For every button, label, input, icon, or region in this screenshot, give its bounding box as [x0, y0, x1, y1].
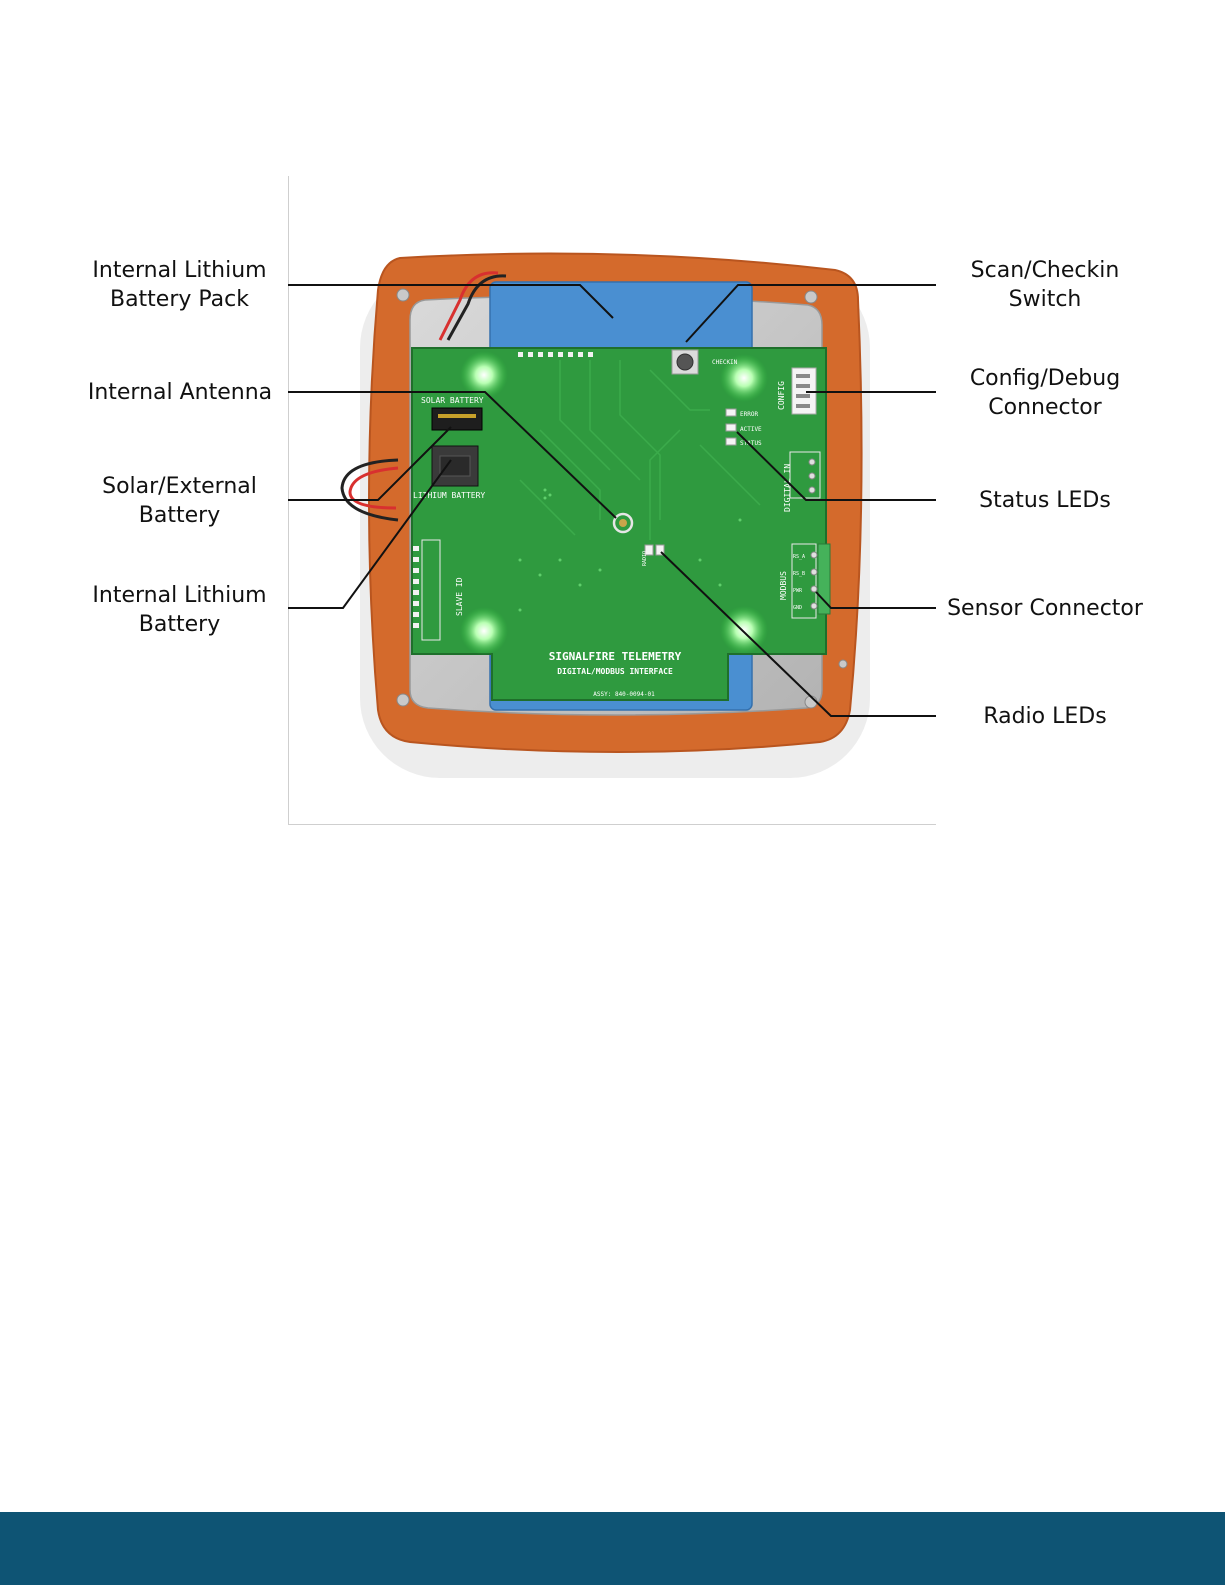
- mounting-screws: [396, 288, 848, 709]
- pcb-traces: [519, 360, 761, 540]
- silk-active: ACTIVE: [740, 426, 762, 433]
- checkin-switch: [671, 349, 699, 375]
- antenna-ring: [612, 512, 634, 534]
- silk-digital-in: DIGITAL IN: [783, 464, 792, 512]
- status-leds: [725, 408, 737, 446]
- leader-radio-leds: [660, 551, 936, 717]
- solar-battery-connector: [431, 407, 483, 431]
- leader-sensor: [815, 591, 936, 609]
- silk-gnd: GND: [793, 605, 802, 611]
- leader-lines: [288, 284, 936, 717]
- callout-lithium-battery: Internal Lithium Battery: [87, 581, 272, 639]
- silk-ms-a: RS_A: [793, 554, 805, 560]
- silk-brand: SIGNALFIRE TELEMETRY: [549, 650, 682, 663]
- battery-wire-red: [438, 271, 499, 341]
- callout-battery-pack-line-1: Internal Lithium: [92, 258, 267, 283]
- silk-modbus: MODBUS: [779, 571, 788, 600]
- pcb-vias: [518, 488, 742, 612]
- solar-wire-black: [340, 458, 399, 522]
- callout-checkin-switch-line-2: Switch: [1008, 287, 1082, 312]
- callout-lithium-battery-line-1: Internal Lithium: [92, 583, 267, 608]
- silk-ms-b: RS_B: [793, 571, 805, 577]
- top-pin-row: [518, 352, 593, 357]
- callout-config-connector: Config/Debug Connector: [950, 364, 1140, 422]
- leader-solar-battery: [288, 426, 452, 501]
- callout-status-leds-line-1: Status LEDs: [979, 488, 1111, 513]
- digital-in-screws: [808, 458, 816, 494]
- silk-assy: ASSY: 840-0094-01: [593, 691, 655, 698]
- callout-checkin-switch-line-1: Scan/Checkin: [970, 258, 1120, 283]
- callout-solar-battery-line-1: Solar/External: [102, 474, 257, 499]
- callout-solar-battery: Solar/External Battery: [87, 472, 272, 530]
- corner-led-glows: [460, 351, 768, 655]
- silk-radio: RADIO: [642, 551, 648, 566]
- silk-lithium-battery: LITHIUM BATTERY: [413, 491, 485, 500]
- callout-config-connector-line-1: Config/Debug: [969, 366, 1121, 391]
- leader-status-leds: [736, 431, 936, 501]
- leader-antenna: [288, 391, 617, 519]
- silk-config: CONFIG: [777, 381, 786, 410]
- callout-solar-battery-line-2: Battery: [138, 503, 221, 528]
- silk-solar-battery: SOLAR BATTERY: [421, 396, 484, 405]
- callout-radio-leds-line-1: Radio LEDs: [983, 704, 1107, 729]
- callout-sensor-connector: Sensor Connector: [940, 594, 1150, 623]
- footer-bar: [0, 1512, 1225, 1585]
- slave-id-pins: [413, 539, 441, 641]
- leader-checkin: [685, 284, 936, 343]
- radio-leds: [644, 544, 665, 556]
- silk-checkin: CHECKIN: [712, 359, 738, 366]
- callout-battery-pack-line-2: Battery Pack: [109, 287, 249, 312]
- silk-pwr: PWR: [793, 588, 803, 594]
- silk-status: STATUS: [740, 440, 762, 447]
- callout-checkin-switch: Scan/Checkin Switch: [950, 256, 1140, 314]
- callout-config-connector-line-2: Connector: [988, 395, 1102, 420]
- callout-status-leds: Status LEDs: [950, 486, 1140, 515]
- silk-error: ERROR: [740, 411, 758, 418]
- solar-wire-red: [348, 466, 399, 510]
- lithium-battery-connector: [431, 445, 479, 487]
- silk-interface: DIGITAL/MODBUS INTERFACE: [557, 667, 673, 676]
- silk-slave-id: SLAVE ID: [455, 577, 464, 616]
- callout-internal-antenna: Internal Antenna: [80, 378, 280, 407]
- callout-battery-pack: Internal Lithium Battery Pack: [87, 256, 272, 314]
- callout-sensor-connector-line-1: Sensor Connector: [947, 596, 1143, 621]
- callout-radio-leds: Radio LEDs: [950, 702, 1140, 731]
- leader-battery-pack: [288, 284, 614, 319]
- callout-lithium-battery-line-2: Battery: [138, 612, 221, 637]
- leader-lithium-battery: [288, 459, 452, 609]
- callout-internal-antenna-line-1: Internal Antenna: [87, 380, 273, 405]
